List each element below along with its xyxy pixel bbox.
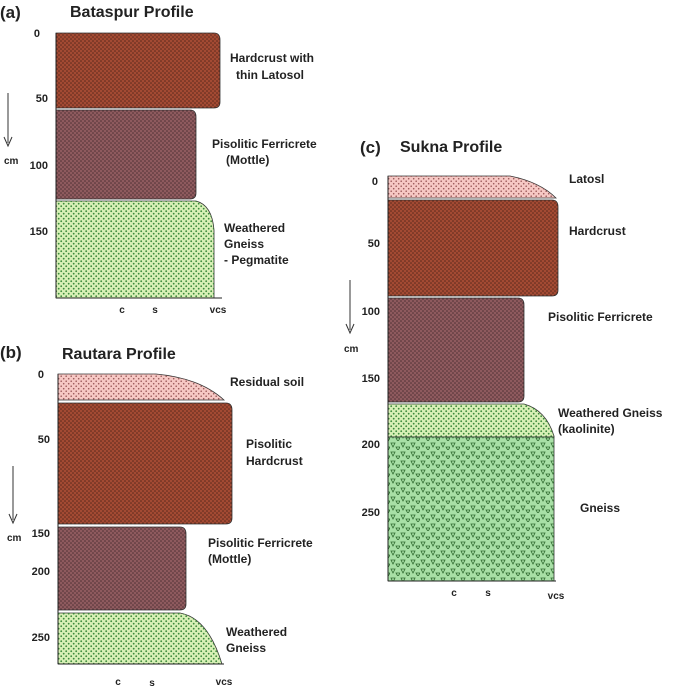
layer-label: (Mottle) [208, 552, 251, 566]
depth-tick: 150 [32, 528, 50, 540]
panel-a: (a) Bataspur Profile 0 50 100 150 cm c s… [0, 3, 317, 316]
depth-tick: 250 [32, 632, 50, 644]
grain-label: s [152, 305, 158, 316]
grain-label: c [119, 305, 125, 316]
depth-tick: 100 [362, 306, 380, 318]
depth-tick: 150 [362, 373, 380, 385]
depth-tick: 200 [32, 566, 50, 578]
depth-tick: 0 [38, 369, 44, 381]
layer-label: Residual soil [230, 375, 304, 389]
grain-label: vcs [210, 305, 227, 316]
panel-c-letter: (c) [360, 138, 381, 157]
depth-tick: 200 [362, 439, 380, 451]
layer-label: (Mottle) [226, 153, 269, 167]
depth-tick: 100 [30, 160, 48, 172]
grain-label: s [149, 678, 155, 689]
depth-tick: 50 [368, 238, 380, 250]
depth-tick: 50 [38, 434, 50, 446]
panel-b-letter: (b) [0, 343, 22, 362]
panel-b: (b) Rautara Profile 0 50 150 200 250 cm … [0, 343, 313, 689]
grain-label: s [485, 588, 491, 599]
layer-label: Weathered Gneiss [558, 406, 663, 420]
layer-label: Gneiss [580, 501, 620, 515]
layer-label: - Pegmatite [224, 253, 289, 267]
depth-tick: 0 [34, 28, 40, 40]
unit-label: cm [4, 156, 19, 167]
depth-arrow-icon [3, 93, 13, 148]
depth-tick: 0 [372, 176, 378, 188]
layer-label: Hardcrust with [230, 51, 314, 65]
depth-arrow-icon [8, 466, 18, 525]
panel-a-title: Bataspur Profile [70, 4, 194, 21]
depth-tick: 150 [30, 226, 48, 238]
layer-label: thin Latosol [236, 68, 304, 82]
layer-label: Hardcrust [246, 454, 303, 468]
panel-c-title: Sukna Profile [400, 139, 502, 156]
grain-label: c [451, 588, 457, 599]
layer-label: Hardcrust [569, 224, 626, 238]
layer-label: Pisolitic Ferricrete [208, 536, 313, 550]
layer-label: Gneiss [224, 237, 264, 251]
grain-label: vcs [216, 677, 233, 688]
layer-label: (kaolinite) [558, 422, 615, 436]
grain-label: c [115, 677, 121, 688]
layer-label: Weathered [226, 625, 287, 639]
panel-b-title: Rautara Profile [62, 346, 176, 363]
layer-label: Pisolitic [246, 437, 292, 451]
unit-label: cm [7, 533, 22, 544]
layer-label: Weathered [224, 221, 285, 235]
layer-label: Pisolitic Ferricrete [212, 137, 317, 151]
panel-c: (c) Sukna Profile 0 50 100 150 200 250 c… [344, 138, 663, 602]
layer-label: Gneiss [226, 641, 266, 655]
layer-label: Latosl [569, 172, 604, 186]
panel-a-letter: (a) [0, 3, 21, 22]
depth-tick: 50 [36, 93, 48, 105]
grain-label: vcs [548, 591, 565, 602]
unit-label: cm [344, 344, 359, 355]
layer-label: Pisolitic Ferricrete [548, 310, 653, 324]
depth-tick: 250 [362, 507, 380, 519]
depth-arrow-icon [345, 280, 355, 335]
